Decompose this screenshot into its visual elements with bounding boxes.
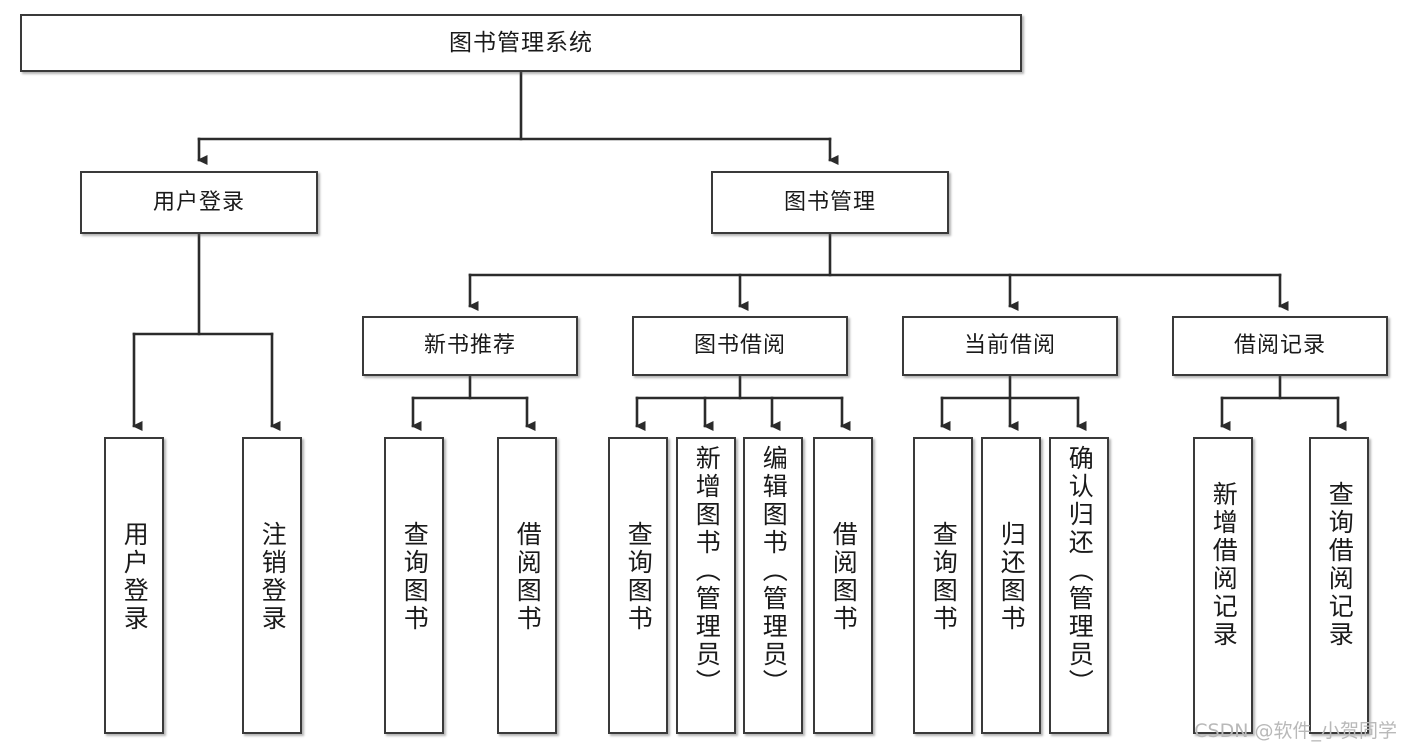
leaf-user-login-signout[interactable]: 注销登录: [242, 437, 302, 734]
node-root-system[interactable]: 图书管理系统: [20, 14, 1022, 72]
leaf-borrow-query-book[interactable]: 查询图书: [608, 437, 668, 734]
node-label: 用户登录: [120, 521, 150, 633]
node-label: 图书管理系统: [449, 29, 593, 56]
leaf-recommend-query-book[interactable]: 查询图书: [384, 437, 444, 734]
leaf-current-confirm-return-admin[interactable]: 确认归还（管理员）: [1049, 437, 1109, 734]
node-label: 查询借阅记录: [1325, 481, 1355, 649]
leaf-record-add-record[interactable]: 新增借阅记录: [1193, 437, 1253, 734]
node-label: 用户登录: [152, 189, 245, 215]
leaf-borrow-borrow-book[interactable]: 借阅图书: [813, 437, 873, 734]
node-label: 查询图书: [400, 521, 430, 633]
leaf-current-query-book[interactable]: 查询图书: [913, 437, 973, 734]
node-current-borrow[interactable]: 当前借阅: [902, 316, 1118, 376]
node-label: 图书管理: [783, 189, 876, 215]
node-book-borrow[interactable]: 图书借阅: [632, 316, 848, 376]
node-label: 归还图书: [997, 521, 1027, 633]
node-label: 新增借阅记录: [1209, 481, 1239, 649]
node-label: 查询图书: [929, 521, 959, 633]
node-new-book-recommend[interactable]: 新书推荐: [362, 316, 578, 376]
node-label: 图书借阅: [693, 333, 786, 359]
leaf-user-login-signin[interactable]: 用户登录: [104, 437, 164, 734]
node-label: 借阅图书: [829, 521, 859, 633]
node-label: 查询图书: [624, 521, 654, 633]
node-label: 借阅记录: [1233, 333, 1326, 359]
leaf-recommend-borrow-book[interactable]: 借阅图书: [497, 437, 557, 734]
node-label: 编辑图书（管理员）: [759, 445, 789, 697]
node-label: 确认归还（管理员）: [1065, 445, 1095, 697]
leaf-borrow-add-book-admin[interactable]: 新增图书（管理员）: [676, 437, 736, 734]
node-label: 借阅图书: [513, 521, 543, 633]
node-label: 新增图书（管理员）: [692, 445, 722, 697]
node-borrow-record[interactable]: 借阅记录: [1172, 316, 1388, 376]
node-book-management[interactable]: 图书管理: [711, 171, 949, 234]
node-user-login[interactable]: 用户登录: [80, 171, 318, 234]
leaf-current-return-book[interactable]: 归还图书: [981, 437, 1041, 734]
node-label: 当前借阅: [963, 333, 1056, 359]
leaf-borrow-edit-book-admin[interactable]: 编辑图书（管理员）: [743, 437, 803, 734]
leaf-record-query-record[interactable]: 查询借阅记录: [1309, 437, 1369, 734]
node-label: 新书推荐: [423, 333, 516, 359]
watermark: CSDN @软件_小贺同学: [1194, 720, 1397, 742]
node-label: 注销登录: [258, 521, 288, 633]
